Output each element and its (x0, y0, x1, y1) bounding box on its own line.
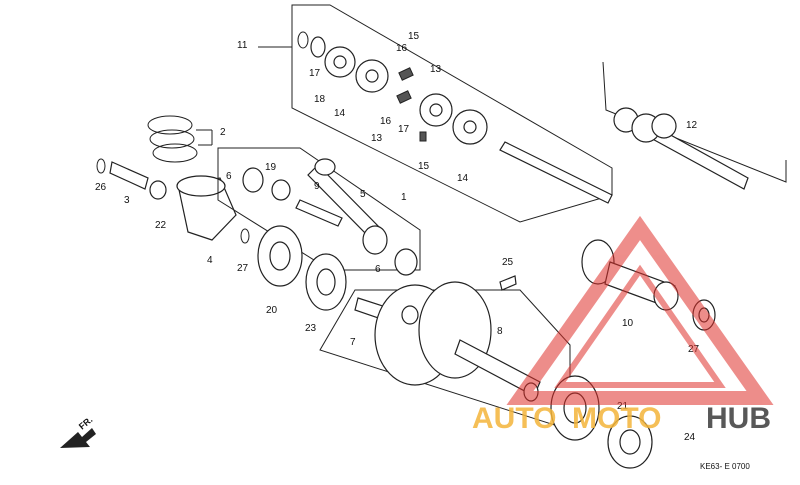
callout-13: 13 (371, 133, 383, 144)
collar-18 (310, 36, 326, 58)
watermark-part3: HUB (706, 402, 771, 435)
countershaft-group (258, 4, 613, 223)
callout-27: 27 (237, 263, 249, 274)
callout-17: 17 (398, 124, 410, 135)
callout-labels: 1234566789101112131314141515161617171819… (95, 31, 700, 443)
gear-15a (355, 59, 389, 93)
callout-9: 9 (314, 181, 320, 192)
front-direction-indicator: FR. (60, 415, 96, 448)
callout-17: 17 (309, 68, 321, 79)
watermark-text: AUTO MOTO HUB (472, 402, 771, 435)
piston-assembly (96, 158, 250, 244)
callout-11: 11 (237, 40, 248, 51)
diagram-code: KE63- E 0700 (700, 462, 750, 471)
callout-2: 2 (220, 127, 226, 138)
callout-4: 4 (207, 255, 213, 266)
callout-19: 19 (265, 162, 277, 173)
circlip-19 (297, 31, 309, 49)
callout-12: 12 (686, 120, 698, 131)
callout-24: 24 (684, 432, 696, 443)
callout-18: 18 (314, 94, 326, 105)
watermark-logo (506, 215, 774, 405)
callout-15: 15 (408, 31, 420, 42)
gear-14b (452, 109, 488, 145)
callout-14: 14 (457, 173, 469, 184)
callout-13: 13 (430, 64, 442, 75)
callout-22: 22 (155, 220, 167, 231)
callout-25: 25 (502, 257, 514, 268)
gear-14a (324, 46, 356, 78)
piston-rings (147, 115, 213, 163)
callout-3: 3 (124, 195, 130, 206)
key-26 (499, 275, 517, 291)
callout-14: 14 (334, 108, 346, 119)
callout-26: 26 (95, 182, 107, 193)
callout-6: 6 (226, 171, 232, 182)
callout-8: 8 (497, 326, 503, 337)
conrod-group (217, 147, 421, 276)
callout-6: 6 (375, 264, 381, 275)
callout-23: 23 (305, 323, 317, 334)
callout-20: 20 (266, 305, 278, 316)
callout-5: 5 (360, 189, 366, 200)
oil-seal-25 (607, 415, 653, 469)
spring-15b (419, 131, 427, 142)
bearing-20 (257, 225, 303, 287)
callout-10: 10 (622, 318, 634, 329)
callout-16: 16 (396, 43, 408, 54)
callout-21: 21 (617, 401, 629, 412)
callout-16: 16 (380, 116, 392, 127)
callout-1: 1 (401, 192, 407, 203)
callout-15: 15 (418, 161, 430, 172)
dog-17b (396, 90, 412, 104)
watermark-part1: AUTO (472, 402, 556, 435)
oil-seal-24 (305, 253, 347, 311)
dog-17a (398, 67, 414, 81)
watermark-part2: MOTO (572, 402, 661, 435)
callout-7: 7 (350, 337, 356, 348)
gear-13a (419, 93, 453, 127)
mainshaft-group (602, 61, 787, 190)
